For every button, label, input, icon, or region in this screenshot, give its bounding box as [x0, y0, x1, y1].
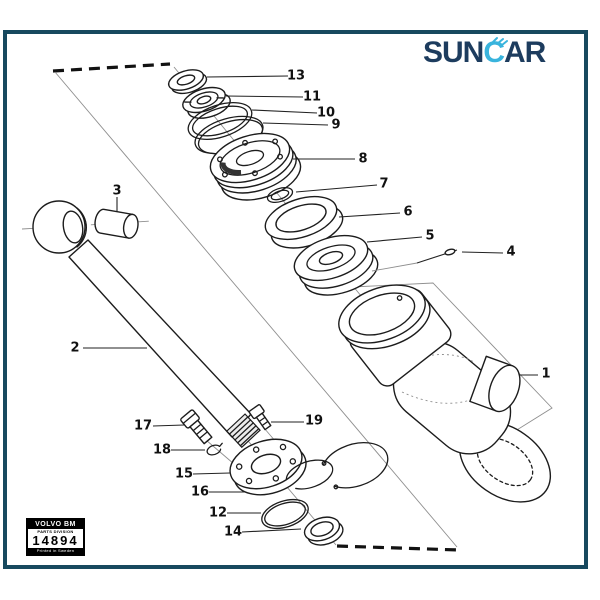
part-6-seal-ring — [264, 195, 344, 249]
part-15-gland-flange — [229, 438, 307, 496]
logo-stripes-icon — [491, 37, 509, 45]
part-12-o-ring — [261, 498, 309, 530]
callout-1-label: 1 — [541, 367, 550, 382]
logo-text-sun: SUN — [423, 36, 484, 69]
callout-15-label: 15 — [175, 467, 193, 482]
callout-13-label: 13 — [287, 69, 305, 84]
callout-12: 12 — [209, 506, 261, 521]
part-8-piston — [209, 132, 302, 201]
part-13-ring — [167, 69, 208, 95]
callout-18-label: 18 — [153, 443, 171, 458]
callout-9-label: 9 — [331, 118, 340, 133]
callout-16: 16 — [191, 485, 246, 500]
callout-6: 6 — [338, 205, 413, 220]
callout-7-label: 7 — [379, 177, 388, 192]
plate-brand: VOLVO BM — [28, 520, 83, 529]
diagonal-construction-line — [54, 71, 458, 548]
callout-3-label: 3 — [112, 184, 121, 199]
part-11-piston-nut — [182, 86, 231, 119]
part-16-snap-ring — [285, 442, 389, 490]
part-4-pin — [371, 248, 458, 272]
part-18-clip — [206, 442, 223, 456]
callout-9: 9 — [262, 118, 341, 133]
callout-4: 4 — [461, 245, 516, 260]
callout-10-label: 10 — [317, 106, 335, 121]
callout-17-label: 17 — [134, 419, 152, 434]
callout-14-label: 14 — [224, 525, 242, 540]
part-3-bushing — [94, 208, 139, 239]
callout-11-label: 11 — [303, 90, 321, 105]
logo-text-c: C — [483, 37, 509, 68]
part-2-piston-rod — [21, 200, 261, 449]
part-10-o-ring — [187, 102, 253, 140]
part-19-bolt — [248, 404, 272, 431]
callout-14: 14 — [224, 525, 302, 540]
callout-3: 3 — [112, 184, 122, 211]
plate-subtitle: PARTS DIVISION — [37, 529, 74, 534]
axis-dashed-top — [52, 62, 171, 73]
part-17-bolt — [180, 409, 213, 445]
callout-19: 19 — [271, 414, 323, 429]
callout-4-label: 4 — [506, 245, 515, 260]
axis-dashed-bottom — [336, 544, 460, 552]
callout-8-label: 8 — [358, 152, 367, 167]
callout-7: 7 — [295, 177, 389, 193]
callout-8: 8 — [293, 152, 368, 167]
part-7-o-ring — [266, 186, 294, 204]
callout-17: 17 — [134, 419, 185, 434]
part-14-wiper-seal — [303, 516, 344, 546]
callout-12-label: 12 — [209, 506, 227, 521]
volvo-plate: VOLVO BM PARTS DIVISION 14894 Printed in… — [26, 518, 85, 556]
callout-15: 15 — [175, 467, 231, 482]
callout-19-label: 19 — [305, 414, 323, 429]
border-frame — [3, 30, 588, 569]
plate-footer: Printed in Sweden — [28, 548, 83, 554]
part-5-cylinder-head — [293, 234, 379, 296]
callout-16-label: 16 — [191, 485, 209, 500]
callout-5-label: 5 — [425, 229, 434, 244]
callout-13: 13 — [206, 69, 305, 84]
callout-6-label: 6 — [403, 205, 412, 220]
callout-1: 1 — [519, 367, 551, 382]
plate-number: 14894 — [32, 533, 79, 548]
callout-10: 10 — [251, 106, 335, 121]
callout-2: 2 — [70, 341, 147, 356]
part-1-cylinder-tube — [338, 282, 553, 503]
callout-11: 11 — [225, 90, 321, 105]
callout-2-label: 2 — [70, 341, 79, 356]
callout-18: 18 — [153, 443, 205, 458]
callout-5: 5 — [366, 229, 435, 244]
logo-text-ar: AR — [504, 36, 546, 69]
